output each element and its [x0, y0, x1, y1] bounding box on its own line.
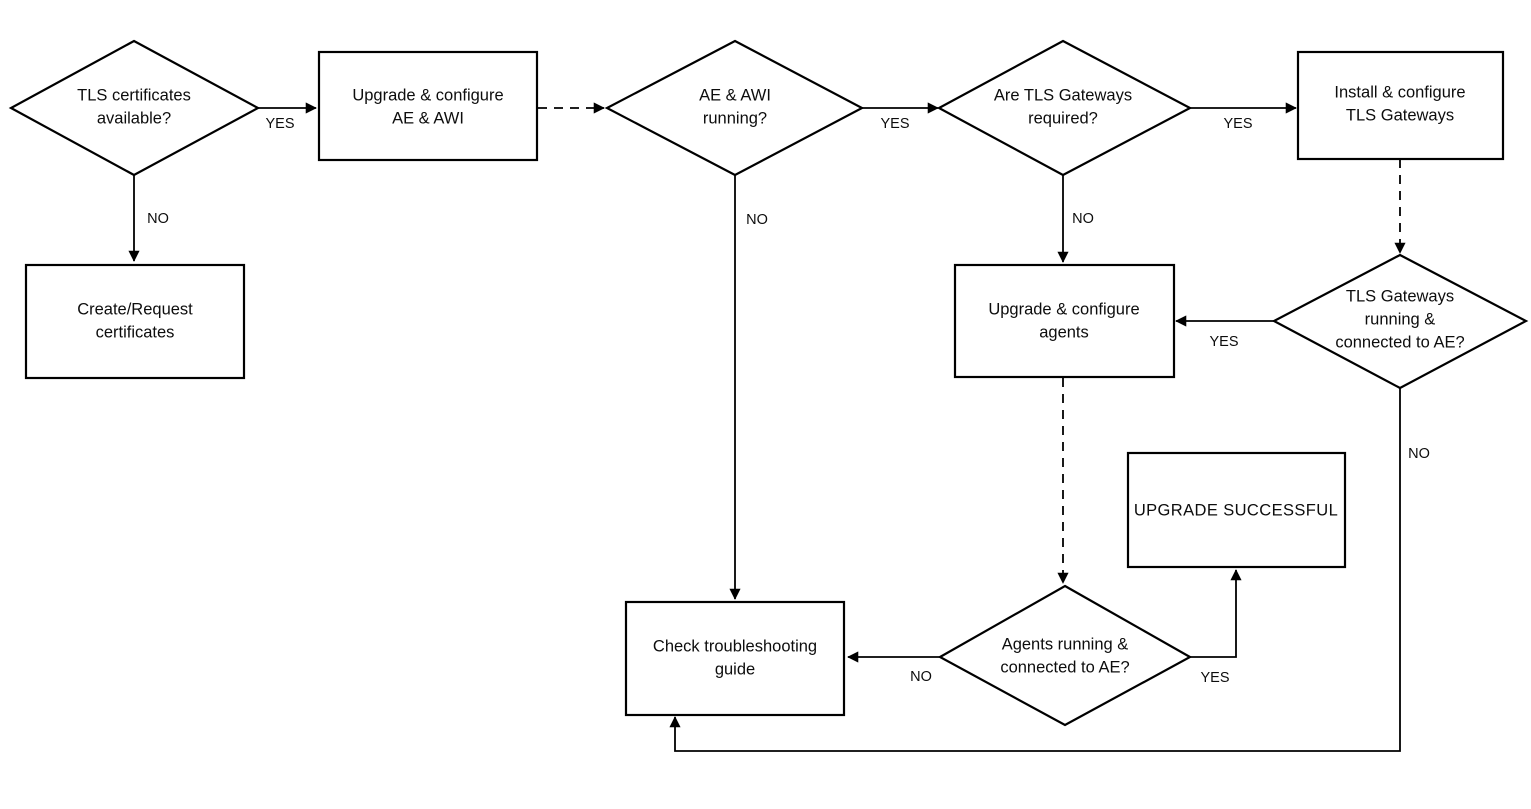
node-tls-certificates-available[interactable]: TLS certificates available? [8, 39, 261, 177]
node-label-line1: Agents running & [1002, 635, 1129, 653]
edge-label-certs-no: NO [147, 211, 169, 227]
node-label-line1: TLS Gateways [1346, 287, 1454, 305]
decision-diamond [1271, 253, 1529, 390]
node-label-line1: Create/Request [77, 300, 193, 318]
node-label-line2: connected to AE? [1000, 658, 1129, 676]
node-are-tls-gateways-required[interactable]: Are TLS Gateways required? [936, 39, 1193, 177]
node-agents-running[interactable]: Agents running & connected to AE? [937, 584, 1193, 727]
node-label-line1: AE & AWI [699, 86, 771, 104]
node-label-line2: guide [715, 660, 755, 678]
node-label-line1: Install & configure [1334, 83, 1465, 101]
decision-diamond [937, 584, 1193, 727]
node-label-line2: AE & AWI [392, 109, 464, 127]
process-box [317, 50, 539, 162]
edge-label-ae-awi-no: NO [746, 212, 768, 228]
node-create-request-certificates[interactable]: Create/Request certificates [24, 263, 246, 380]
node-label-line2: certificates [96, 323, 175, 341]
edge-label-gateways-required-yes: YES [1223, 116, 1252, 132]
node-label-line2: running? [703, 109, 767, 127]
node-label-line1: Are TLS Gateways [994, 86, 1132, 104]
node-label-line1: Check troubleshooting [653, 637, 817, 655]
edge-label-gateways-required-no: NO [1072, 211, 1094, 227]
node-install-configure-tls-gateways[interactable]: Install & configure TLS Gateways [1296, 50, 1505, 161]
edge-agents-running-yes [1190, 569, 1242, 658]
edge-label-ae-awi-yes: YES [880, 116, 909, 132]
edge-label-gateways-running-yes: YES [1209, 334, 1238, 350]
terminator-box [1126, 451, 1347, 569]
node-upgrade-configure-agents[interactable]: Upgrade & configure agents [953, 263, 1176, 379]
process-box [624, 600, 846, 717]
node-ae-awi-running[interactable]: AE & AWI running? [604, 39, 865, 177]
node-label-line2: TLS Gateways [1346, 106, 1454, 124]
node-label-line2: running & [1365, 310, 1436, 328]
node-label-line1: Upgrade & configure [988, 300, 1139, 318]
node-label-line2: required? [1028, 109, 1098, 127]
node-tls-gateways-running[interactable]: TLS Gateways running & connected to AE? [1271, 253, 1529, 390]
decision-diamond [936, 39, 1193, 177]
edge-label-agents-running-no: NO [910, 669, 932, 685]
node-upgrade-configure-ae-awi[interactable]: Upgrade & configure AE & AWI [317, 50, 539, 162]
process-box [953, 263, 1176, 379]
process-box [24, 263, 246, 380]
node-label-line1: UPGRADE SUCCESSFUL [1134, 501, 1338, 519]
node-upgrade-successful[interactable]: UPGRADE SUCCESSFUL [1126, 451, 1347, 569]
edge-label-certs-yes: YES [265, 116, 294, 132]
edge-gateways-running-no [669, 388, 1401, 752]
node-label-line3: connected to AE? [1335, 333, 1464, 351]
node-label-line2: available? [97, 109, 171, 127]
edge-label-gateways-running-no: NO [1408, 446, 1430, 462]
process-box [1296, 50, 1505, 161]
decision-diamond [604, 39, 865, 177]
node-label-line1: TLS certificates [77, 86, 191, 104]
node-check-troubleshooting-guide[interactable]: Check troubleshooting guide [624, 600, 846, 717]
node-label-line1: Upgrade & configure [352, 86, 503, 104]
edge-label-agents-running-yes: YES [1200, 670, 1229, 686]
node-label-line2: agents [1039, 323, 1089, 341]
decision-diamond [8, 39, 261, 177]
